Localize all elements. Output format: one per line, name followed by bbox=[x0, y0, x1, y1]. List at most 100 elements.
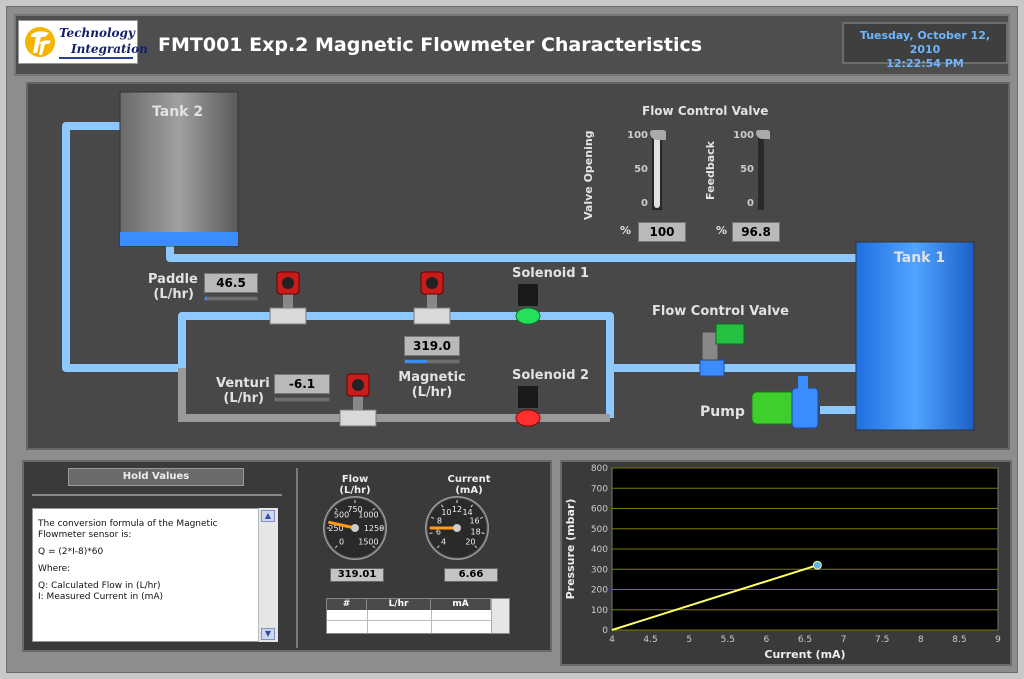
flow-gauge-tick-label: 1500 bbox=[358, 537, 378, 546]
y-axis-label: Pressure (mbar) bbox=[564, 499, 577, 600]
hold-values-button[interactable]: Hold Values bbox=[68, 468, 244, 486]
current-gauge-tick-label: 14 bbox=[462, 508, 472, 517]
flow-title-2: (L/hr) bbox=[339, 485, 371, 496]
paddle-meter-icon bbox=[269, 271, 307, 325]
table-row[interactable] bbox=[327, 610, 491, 621]
flow-gauge-tick bbox=[334, 507, 338, 511]
flow-gauge-tick bbox=[372, 545, 376, 549]
table-col-divider bbox=[367, 610, 368, 633]
fcv-label: Flow Control Valve bbox=[652, 304, 789, 319]
vo-percent: % bbox=[620, 224, 632, 237]
venturi-label-line1: Venturi bbox=[216, 376, 270, 391]
current-gauge-title: Current (mA) bbox=[436, 474, 502, 496]
feedback-ticks: 100 50 0 bbox=[724, 130, 754, 210]
hold-divider bbox=[32, 494, 282, 496]
feedback-value: 96.8 bbox=[732, 222, 780, 242]
current-gauge-tick bbox=[470, 504, 473, 508]
venturi-label-line2: (L/hr) bbox=[223, 391, 264, 406]
vo-tick-0: 0 bbox=[641, 198, 648, 209]
table-header-ma: mA bbox=[431, 599, 491, 610]
solenoid1-label: Solenoid 1 bbox=[512, 266, 590, 281]
tank2-label: Tank 2 bbox=[152, 104, 204, 120]
logo-text-line1: Technology bbox=[59, 26, 135, 40]
x-tick-label: 7 bbox=[841, 635, 847, 645]
logo-icon bbox=[25, 27, 55, 57]
valve-opening-value[interactable]: 100 bbox=[638, 222, 686, 242]
solenoid2-valve-icon[interactable] bbox=[515, 386, 541, 427]
solenoid1-valve-icon[interactable] bbox=[515, 284, 541, 325]
x-tick-label: 8.5 bbox=[952, 635, 966, 645]
flow-gauge-tick-label: 750 bbox=[347, 505, 362, 514]
current-gauge-value: 6.66 bbox=[444, 568, 498, 582]
flow-gauge-tick bbox=[372, 507, 376, 511]
series-point bbox=[812, 560, 822, 570]
vo-tick-50: 50 bbox=[634, 164, 648, 175]
table-header-index: # bbox=[327, 599, 367, 610]
x-tick-label: 9 bbox=[995, 635, 1001, 645]
formula-line-2: Q = (2*I-8)*60 bbox=[38, 547, 104, 557]
formula-line-3: Where: bbox=[38, 564, 71, 574]
formula-line-1: The conversion formula of the Magnetic F… bbox=[38, 519, 218, 540]
datetime-display: Tuesday, October 12, 2010 12:22:54 PM bbox=[842, 22, 1008, 70]
current-gauge-tick-label: 6 bbox=[436, 528, 441, 537]
company-logo: Technology Integration bbox=[18, 20, 148, 64]
flow-control-valve-icon[interactable] bbox=[699, 323, 745, 377]
paddle-label-line1: Paddle bbox=[148, 272, 198, 287]
y-tick-label: 700 bbox=[591, 484, 608, 494]
paddle-label: Paddle (L/hr) bbox=[148, 272, 198, 302]
valve-opening-fill bbox=[654, 134, 660, 208]
scroll-up-icon[interactable]: ▲ bbox=[261, 510, 275, 522]
flow-gauge-needle bbox=[328, 520, 357, 530]
venturi-value: -6.1 bbox=[274, 374, 330, 394]
current-gauge-tick-label: 12 bbox=[452, 505, 462, 514]
x-tick-label: 7.5 bbox=[875, 635, 889, 645]
flow-gauge-tick-label: 0 bbox=[339, 537, 344, 546]
flow-gauge-tick-label: 1250 bbox=[364, 524, 384, 533]
magnetic-bar bbox=[404, 359, 460, 364]
feedback-pointer bbox=[756, 130, 770, 139]
tank1-label: Tank 1 bbox=[894, 250, 946, 266]
tank2-level bbox=[120, 232, 238, 246]
x-tick-label: 6 bbox=[764, 635, 770, 645]
magnetic-value: 319.0 bbox=[404, 336, 460, 356]
fb-percent: % bbox=[716, 224, 728, 237]
current-gauge-tick-label: 20 bbox=[465, 537, 475, 546]
flow-gauge-tick-label: 1000 bbox=[358, 511, 378, 520]
x-tick-label: 6.5 bbox=[798, 635, 812, 645]
data-table[interactable]: # L/hr mA bbox=[326, 598, 510, 634]
current-title-1: Current bbox=[447, 474, 491, 485]
current-gauge-tick-label: 16 bbox=[469, 517, 479, 526]
flow-title-1: Flow bbox=[341, 474, 369, 485]
y-tick-label: 800 bbox=[591, 464, 608, 474]
scroll-down-icon[interactable]: ▼ bbox=[261, 628, 275, 640]
flow-gauge-value: 319.01 bbox=[330, 568, 384, 582]
pump-icon[interactable] bbox=[751, 376, 819, 429]
current-gauge-tick bbox=[441, 504, 444, 508]
flow-gauge-tick bbox=[334, 545, 338, 549]
table-scrollbar[interactable] bbox=[491, 599, 509, 633]
flow-gauge-title: Flow (L/hr) bbox=[322, 474, 388, 496]
x-tick-label: 8 bbox=[918, 635, 924, 645]
fb-tick-100: 100 bbox=[733, 130, 754, 141]
y-tick-label: 400 bbox=[591, 545, 608, 555]
valve-opening-slider[interactable] bbox=[652, 134, 662, 210]
solenoid2-label: Solenoid 2 bbox=[512, 368, 590, 383]
current-gauge-tick-label: 4 bbox=[441, 537, 446, 546]
formula-scrollbar[interactable]: ▲ ▼ bbox=[258, 508, 278, 642]
table-col-divider bbox=[431, 610, 432, 633]
valve-opening-handle[interactable] bbox=[650, 130, 666, 140]
feedback-label: Feedback bbox=[704, 141, 717, 200]
x-tick-label: 4 bbox=[609, 635, 615, 645]
formula-textarea[interactable]: The conversion formula of the Magnetic F… bbox=[32, 508, 278, 642]
y-tick-label: 0 bbox=[602, 626, 608, 636]
x-axis-label: Current (mA) bbox=[764, 648, 845, 661]
y-tick-label: 300 bbox=[591, 565, 608, 575]
fb-tick-0: 0 bbox=[747, 198, 754, 209]
current-gauge-tick-label: 10 bbox=[441, 508, 451, 517]
y-tick-label: 500 bbox=[591, 525, 608, 535]
venturi-meter-icon bbox=[339, 373, 377, 427]
vo-tick-100: 100 bbox=[627, 130, 648, 141]
